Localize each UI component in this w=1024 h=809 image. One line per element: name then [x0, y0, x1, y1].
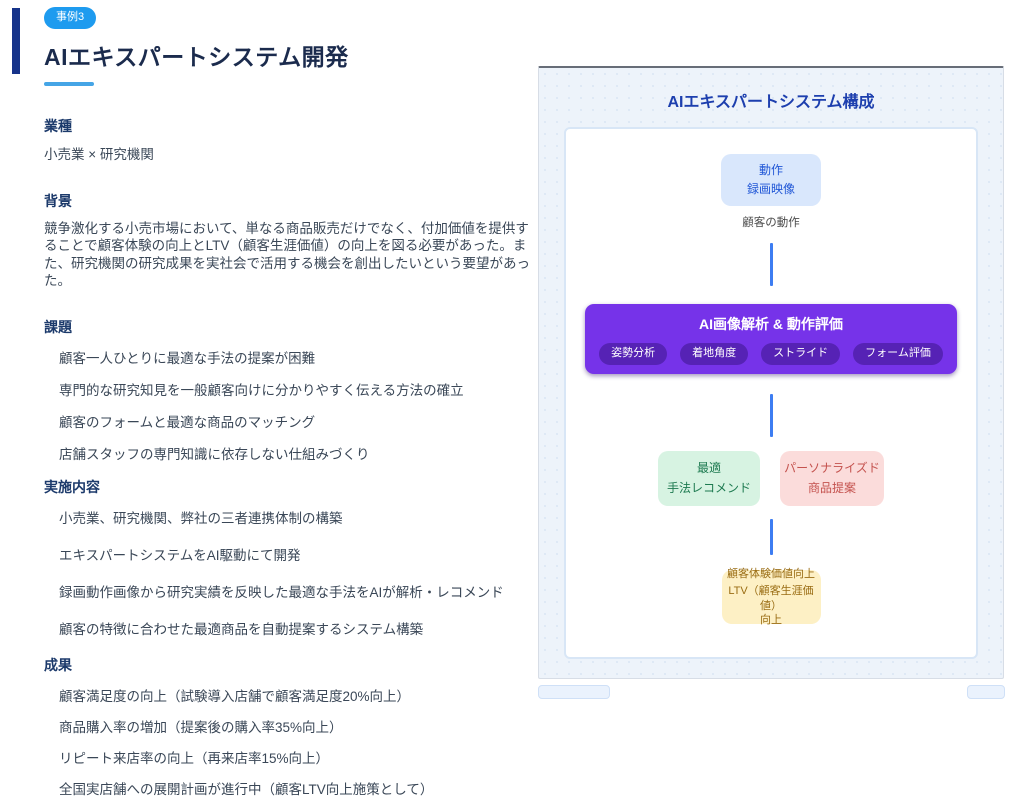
section-heading-implementation: 実施内容	[44, 479, 100, 496]
implementation-item: 顧客の特徴に合わせた最適商品を自動提案するシステム構築	[59, 622, 424, 638]
diagram-title: AIエキスパートシステム構成	[667, 94, 875, 111]
diagram-output-row: 最適 手法レコメンド パーソナライズド 商品提案	[658, 451, 884, 506]
title-underline	[44, 82, 94, 86]
analysis-tag: 姿勢分析	[599, 342, 668, 365]
implementation-list: 小売業、研究機関、弊社の三者連携体制の構築 エキスパートシステムをAI駆動にて開…	[44, 507, 538, 638]
analysis-tag: ストライド	[761, 342, 841, 365]
issue-item: 顧客一人ひとりに最適な手法の提案が困難	[59, 351, 316, 367]
result-item: 商品購入率の増加（提案後の購入率35%向上）	[59, 720, 343, 736]
diagram-node-method-recommend: 最適 手法レコメンド	[658, 451, 760, 506]
node-label-line: 顧客体験価値向上	[727, 567, 815, 580]
section-heading-industry: 業種	[44, 118, 72, 134]
result-item: リピート来店率の向上（再来店率15%向上）	[59, 751, 330, 767]
section-heading-background: 背景	[44, 193, 72, 209]
section-heading-results: 成果	[44, 657, 72, 674]
case-number-badge: 事例3	[44, 7, 97, 29]
node-label-line: パーソナライズド	[784, 461, 880, 476]
title-accent-bar	[12, 8, 20, 74]
node-label-line: 商品提案	[807, 480, 856, 495]
node-label-line: 最適	[696, 461, 721, 476]
results-list: 顧客満足度の向上（試験導入店舗で顧客満足度20%向上） 商品購入率の増加（提案後…	[44, 685, 538, 798]
node-label-line: 動作	[758, 163, 783, 178]
background-paragraph: 競争激化する小売市場において、単なる商品販売だけでなく、付加価値を提供することで…	[44, 221, 530, 288]
input-caption: 顧客の動作	[742, 217, 800, 229]
implementation-item: 小売業、研究機関、弊社の三者連携体制の構築	[59, 511, 343, 527]
diagram-node-outcome: 顧客体験価値向上 LTV（顧客生涯価値） 向上	[721, 567, 821, 626]
node-label-line: LTV（顧客生涯価値）	[728, 585, 814, 612]
node-label-line: 録画映像	[746, 182, 795, 196]
industry-value: 小売業 × 研究機関	[44, 147, 154, 162]
partial-element-right[interactable]	[967, 685, 1005, 699]
issues-list: 顧客一人ひとりに最適な手法の提案が困難 専門的な研究知見を一般顧客向けに分かりや…	[44, 347, 538, 463]
system-diagram-panel: AIエキスパートシステム構成 動作 録画映像 顧客の動作 AI画像解析 & 動作…	[538, 66, 1004, 679]
result-item: 顧客満足度の向上（試験導入店舗で顧客満足度20%向上）	[59, 689, 411, 705]
node-label-line: 向上	[760, 613, 782, 626]
implementation-item: 録画動作画像から研究実績を反映した最適な手法をAIが解析・レコメンド	[59, 585, 504, 601]
node-label-line: 手法レコメンド	[666, 480, 751, 495]
implementation-item: エキスパートシステムをAI駆動にて開発	[59, 548, 301, 564]
result-item: 全国実店舗への展開計画が進行中（顧客LTV向上施策として）	[59, 782, 434, 798]
partial-element-left[interactable]	[538, 685, 610, 699]
analysis-node-title: AI画像解析 & 動作評価	[699, 315, 843, 332]
case-study-details: 事例3 AIエキスパートシステム開発 業種 小売業 × 研究機関 背景 競争激化…	[44, 7, 538, 809]
diagram-canvas: 動作 録画映像 顧客の動作 AI画像解析 & 動作評価 姿勢分析 着地角度 スト…	[564, 127, 978, 659]
issue-item: 専門的な研究知見を一般顧客向けに分かりやすく伝える方法の確立	[59, 383, 464, 399]
analysis-tags: 姿勢分析 着地角度 ストライド フォーム評価	[599, 342, 943, 365]
connector-line	[769, 519, 773, 555]
issue-item: 店舗スタッフの専門知識に依存しない仕組みづくり	[59, 447, 370, 463]
analysis-tag: フォーム評価	[853, 342, 943, 365]
diagram-node-ai-analysis: AI画像解析 & 動作評価 姿勢分析 着地角度 ストライド フォーム評価	[585, 304, 957, 374]
section-heading-issues: 課題	[44, 319, 72, 336]
page-title: AIエキスパートシステム開発	[44, 44, 349, 70]
analysis-tag: 着地角度	[680, 342, 749, 365]
diagram-node-personalized-products: パーソナライズド 商品提案	[780, 451, 884, 506]
connector-line	[769, 243, 773, 286]
connector-line	[769, 394, 773, 437]
diagram-node-motion-video: 動作 録画映像	[721, 154, 821, 206]
issue-item: 顧客のフォームと最適な商品のマッチング	[59, 415, 316, 431]
